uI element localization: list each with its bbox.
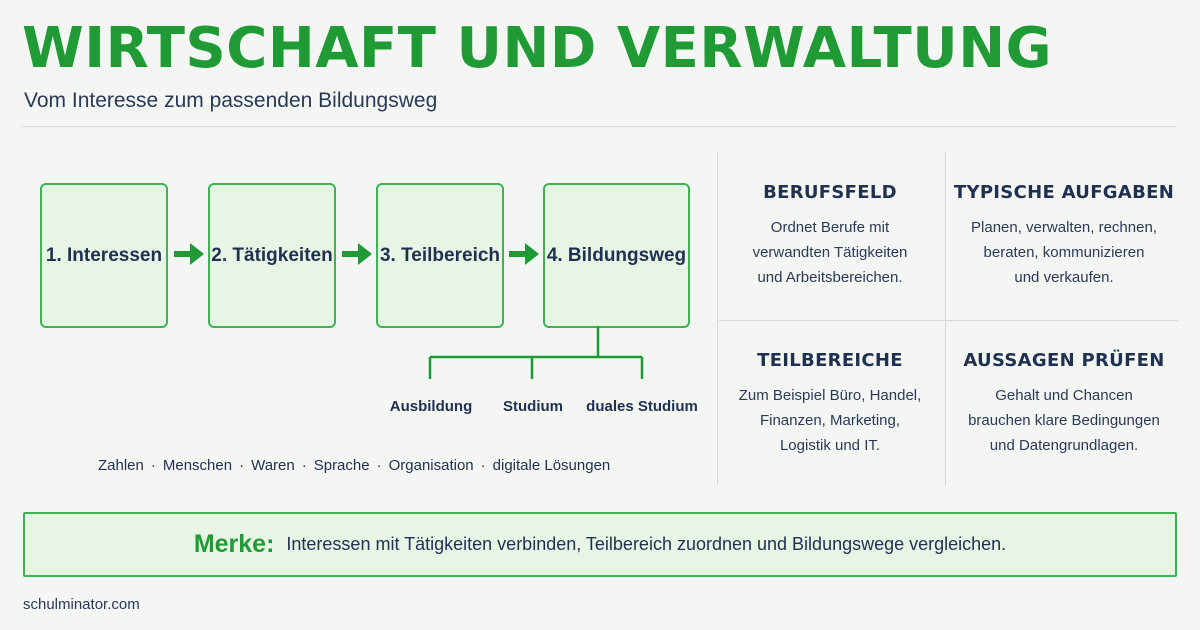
merke-label: Merke:	[193, 530, 275, 558]
grid-divider	[945, 152, 946, 485]
arrow-right-icon	[509, 243, 539, 265]
topic-item: Menschen	[162, 457, 233, 474]
info-heading: BERUFSFELD	[763, 182, 897, 203]
step-teilbereich: 3. Teilbereich	[376, 183, 504, 328]
info-text: Planen, verwalten, rechnen,beraten, komm…	[971, 219, 1157, 286]
arrow-right-icon	[342, 243, 372, 265]
grid-divider	[717, 152, 718, 485]
step-label: 1. Interessen	[45, 244, 163, 266]
header-divider	[22, 126, 1176, 127]
topic-item: Waren	[251, 457, 295, 474]
grid-divider	[719, 320, 1178, 321]
step-label: 3. Teilbereich	[379, 244, 501, 266]
step-interessen: 1. Interessen	[40, 183, 168, 328]
info-heading: AUSSAGEN PRÜFEN	[963, 350, 1165, 371]
info-text: Zum Beispiel Büro, Handel,Finanzen, Mark…	[738, 387, 922, 454]
topic-item: digitale Lösungen	[492, 457, 611, 474]
arrow-right-icon	[174, 243, 204, 265]
step-label: 4. Bildungsweg	[546, 244, 687, 266]
info-heading: TYPISCHE AUFGABEN	[953, 182, 1175, 203]
branch-studium: Studium	[503, 398, 563, 415]
info-heading: TEILBEREICHE	[757, 350, 903, 371]
topic-separator: ·	[480, 457, 486, 474]
topic-item: Sprache	[313, 457, 370, 474]
step-taetigkeiten: 2. Tätigkeiten	[208, 183, 336, 328]
topic-item: Zahlen	[98, 457, 144, 474]
info-typische-aufgaben: TYPISCHE AUFGABEN Planen, verwalten, rec…	[952, 182, 1176, 290]
topics-list: Zahlen · Menschen · Waren · Sprache · Organisati…	[98, 457, 610, 474]
topic-separator: ·	[301, 457, 307, 474]
branch-connector	[428, 326, 644, 379]
topic-separator: ·	[376, 457, 382, 474]
topic-separator: ·	[150, 457, 156, 474]
step-bildungsweg: 4. Bildungsweg	[543, 183, 690, 328]
merke-text: Interessen mit Tätigkeiten verbinden, Te…	[286, 534, 1007, 554]
step-label: 2. Tätigkeiten	[211, 244, 333, 266]
topic-item: Organisation	[388, 457, 474, 474]
branch-duales-studium: duales Studium	[586, 398, 698, 415]
info-teilbereiche: TEILBEREICHE Zum Beispiel Büro, Handel,F…	[718, 350, 942, 458]
topic-separator: ·	[239, 457, 245, 474]
page-title: WIRTSCHAFT UND VERWALTUNG	[22, 16, 1053, 81]
footer-source: schulminator.com	[23, 596, 140, 613]
merke-banner: Merke: Interessen mit Tätigkeiten verbin…	[23, 512, 1177, 577]
page-subtitle: Vom Interesse zum passenden Bildungsweg	[24, 89, 438, 112]
branch-ausbildung: Ausbildung	[389, 398, 473, 415]
